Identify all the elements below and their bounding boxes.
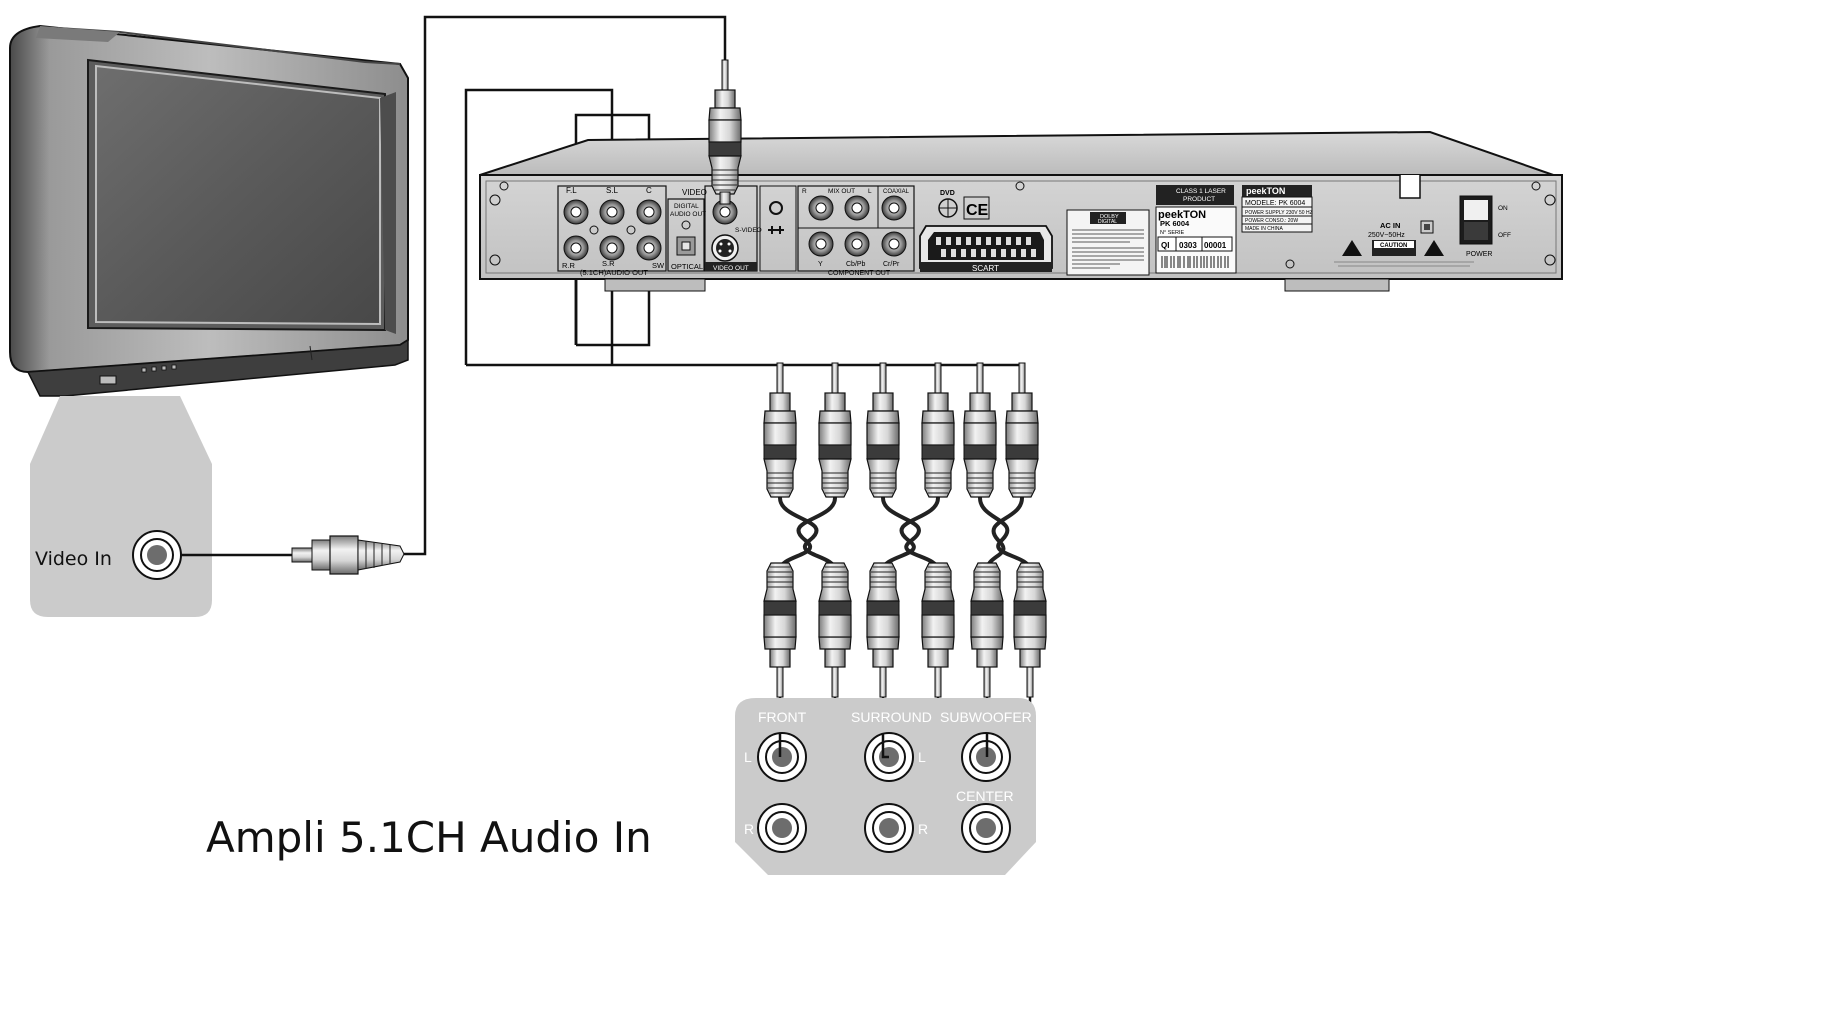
label-sl: S.L [606,186,619,195]
video-out-panel: VIDEO S-VIDEO VIDEO OUT [682,185,762,272]
mix-l-label: L [868,188,872,195]
model-brand: peekTON [1246,186,1285,196]
scart-connector[interactable]: SCART [919,225,1053,273]
front-right-mark: R [744,821,754,837]
twisted-cords [778,496,1032,572]
label-c: C [646,186,652,195]
center-label: CENTER [956,788,1014,804]
rca-plugs-lower [764,563,1046,697]
audio-out-digital-label: AUDIO OUT [670,211,706,218]
digital-label: DIGITAL [674,203,699,210]
video-in-jack[interactable] [132,530,182,580]
dvd-player: F.L S.L C R.R S.R SW (5.1CH)AUDIO OUT DI… [479,130,1563,292]
dvd-logo-text: DVD [940,190,955,197]
ac-in-socket[interactable] [1420,220,1434,234]
serial-a: 0303 [1179,241,1197,250]
video-in-label: Video In [35,548,112,570]
component-out-label: COMPONENT OUT [828,270,891,277]
tv-video-plug [291,535,405,575]
comp-cb-label: Cb/Pb [846,261,866,268]
rca-plugs-upper [763,362,1039,498]
surround-label: SURROUND [851,709,932,725]
comp-y-label: Y [818,261,823,268]
power-conso-text: POWER CONSO.: 20W [1245,218,1298,224]
amp-jack-front-right[interactable] [757,803,807,853]
scart-label: SCART [972,264,999,273]
video-label: VIDEO [682,188,707,197]
made-in-text: MADE IN CHINA [1245,226,1283,232]
amp-jack-surround-right[interactable] [864,803,914,853]
front-label: FRONT [758,709,807,725]
surround-right-mark: R [918,821,928,837]
amp-caption: Ampli 5.1CH Audio In [206,813,652,862]
audio-jacks[interactable] [563,199,662,261]
mix-jacks[interactable] [808,195,907,257]
subwoofer-label: SUBWOOFER [940,709,1032,725]
laser-text-2: PRODUCT [1183,196,1215,203]
warning-icon [1342,240,1362,256]
front-left-mark: L [744,749,752,765]
amp-jack-center[interactable] [961,803,1011,853]
audio-out-label: (5.1CH)AUDIO OUT [580,268,648,277]
switch-on-label: ON [1498,205,1508,212]
player-video-plug [708,59,742,205]
amp-jack-front-left[interactable] [757,732,807,782]
barcode [1161,256,1229,268]
power-supply-text: POWER SUPPLY 230V 50 HZ [1245,210,1313,216]
ac-in-area: AC IN 250V~50Hz CAUTION [1334,220,1474,267]
voltage-label: 250V~50Hz [1368,232,1405,239]
optical-panel: DIGITAL AUDIO OUT OPTICAL [667,198,706,272]
video-out-label: VIDEO OUT [713,265,749,272]
ce-mark: CE [963,196,990,220]
dolby-label: DOLBY DIGITAL [1066,209,1150,276]
model-info-label: peekTON MODELE: PK 6004 POWER SUPPLY 230… [1241,185,1313,233]
laser-text-1: CLASS 1 LASER [1176,188,1226,195]
optical-label: OPTICAL [671,262,703,271]
label-sr: S.R [602,259,615,268]
dolby-text-2: DIGITAL [1098,219,1117,225]
switch-off-label: OFF [1498,232,1511,239]
qi-label: QI [1161,241,1169,250]
ce-mark-text: CE [966,202,989,219]
serial-label: peekTON PK 6004 N° SERIE QI 0303 00001 [1155,206,1237,274]
serial-model: PK 6004 [1160,219,1190,228]
mix-component-panel: R MIX OUT L COAXIAL Y Cb/Pb Cr/Pr COMPON… [797,185,915,277]
label-sw: SW [652,261,665,270]
dolby-text-1: DOLBY [1100,214,1119,220]
television: Video In [9,24,409,617]
warning-icon [1424,240,1444,256]
audio-out-5-1-panel: F.L S.L C R.R S.R SW (5.1CH)AUDIO OUT [557,185,667,277]
label-fr: R.R [562,261,576,270]
svideo-label: S-VIDEO [735,227,762,234]
laser-label: CLASS 1 LASER PRODUCT [1156,185,1234,205]
amplifier-input-panel: FRONT SURROUND SUBWOOFER CENTER L R L R [735,698,1036,875]
label-fl: F.L [566,186,577,195]
comp-cr-label: Cr/Pr [883,261,900,268]
mix-r-label: R [802,188,807,195]
coaxial-label: COAXIAL [883,189,910,195]
tv-input-panel: Video In [30,396,212,617]
ac-in-label: AC IN [1380,221,1400,230]
serial-brand: peekTON [1158,209,1206,221]
power-switch[interactable] [1459,195,1493,245]
power-label: POWER [1466,251,1492,258]
dvd-logo: DVD [938,190,958,218]
modele-text: MODELE: PK 6004 [1245,200,1305,207]
serial-b: 00001 [1204,241,1227,250]
surround-left-mark: L [918,749,926,765]
serie-label: N° SERIE [1160,230,1185,236]
caution-label: CAUTION [1380,243,1407,249]
mix-out-label: MIX OUT [828,188,855,195]
